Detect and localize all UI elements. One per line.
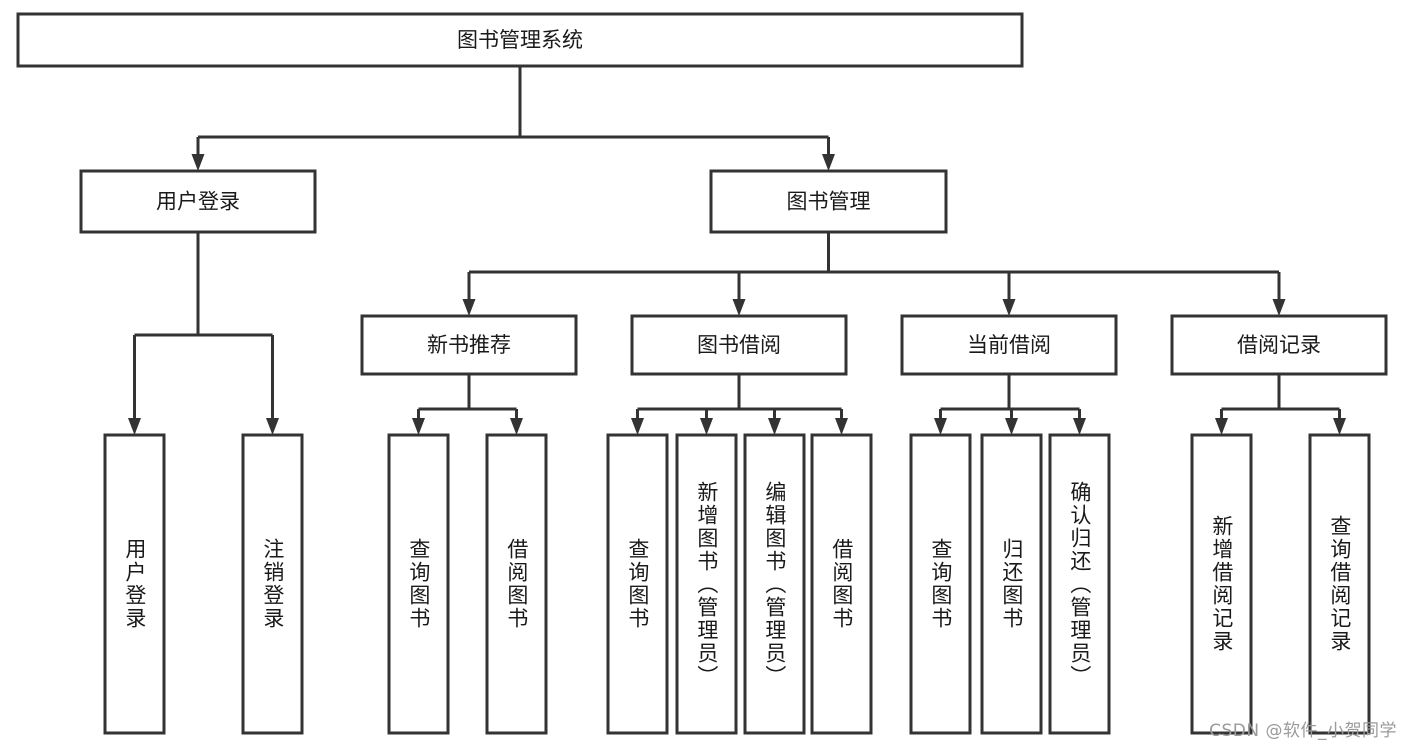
node-label: 图书借阅 [697,333,781,357]
arrow-head [128,418,141,435]
leaf-box-leaf-query-book-1[interactable] [387,433,450,735]
arrow-head [191,154,205,171]
arrow-head [768,418,781,435]
leaf-label-leaf-edit-book: 编辑图书（管理员） [762,480,787,688]
watermark-text: CSDN @软件_小贺同学 [1209,721,1397,741]
leaf-box-leaf-edit-book[interactable] [743,433,806,735]
node-box [1170,314,1388,376]
arrow-head [1215,418,1228,435]
arrow-head [934,418,947,435]
arrow-head [1002,299,1016,316]
arrow-head [510,418,523,435]
node-new-book-rec[interactable]: 新书推荐 [360,314,578,376]
node-box [16,12,1024,68]
leaf-box-leaf-query-record[interactable] [1308,433,1371,735]
node-label: 借阅记录 [1237,333,1321,357]
node-box [360,314,578,376]
node-label: 新书推荐 [427,333,511,357]
arrow-head [1073,418,1086,435]
node-user-login[interactable]: 用户登录 [79,169,317,234]
node-box [630,314,848,376]
leaf-label-leaf-return-book: 归还图书 [999,538,1024,630]
node-box [900,314,1118,376]
leaf-label-leaf-confirm-return: 确认归还（管理员） [1067,480,1092,688]
arrow-head [412,418,425,435]
leaf-label-leaf-add-record: 新增借阅记录 [1209,515,1234,653]
leaf-box-leaf-user-login[interactable] [103,433,166,735]
node-book-manage[interactable]: 图书管理 [709,169,948,234]
arrow-head [732,299,746,316]
arrow-head [700,418,713,435]
leaf-label-leaf-add-book: 新增图书（管理员） [694,480,719,688]
leaf-label-leaf-logout: 注销登录 [260,538,285,630]
leaf-box-leaf-add-book[interactable] [675,433,738,735]
node-label: 图书管理系统 [457,28,583,52]
arrow-head [822,154,835,171]
arrow-head [266,418,279,435]
arrow-head [462,299,476,316]
node-current-borrow[interactable]: 当前借阅 [900,314,1118,376]
node-book-borrow[interactable]: 图书借阅 [630,314,848,376]
leaf-box-leaf-borrow-book-2[interactable] [810,433,873,735]
leaf-box-leaf-borrow-book-1[interactable] [485,433,548,735]
node-label: 用户登录 [156,190,240,214]
leaf-label-leaf-query-record: 查询借阅记录 [1327,515,1352,653]
leaf-label-leaf-borrow-book-1: 借阅图书 [504,538,529,630]
leaf-label-leaf-query-book-3: 查询图书 [928,538,953,630]
leaf-label-leaf-query-book-2: 查询图书 [625,538,650,630]
node-label: 图书管理 [787,190,871,214]
leaf-box-leaf-return-book[interactable] [980,433,1043,735]
leaf-label-leaf-borrow-book-2: 借阅图书 [829,538,854,630]
connector-layer [128,66,1346,435]
leaf-box-leaf-confirm-return[interactable] [1048,433,1111,735]
node-box [79,169,317,234]
leaf-box-leaf-query-book-3[interactable] [909,433,972,735]
node-root[interactable]: 图书管理系统 [16,12,1024,68]
arrow-head [1333,418,1346,435]
arrow-head [1272,299,1286,316]
leaf-label-leaf-query-book-1: 查询图书 [406,538,431,630]
node-label: 当前借阅 [967,333,1051,357]
leaf-box-leaf-add-record[interactable] [1190,433,1253,735]
arrow-head [835,418,848,435]
leaf-box-leaf-query-book-2[interactable] [606,433,669,735]
node-box [709,169,948,234]
node-borrow-record[interactable]: 借阅记录 [1170,314,1388,376]
leaf-label-leaf-user-login: 用户登录 [122,538,147,630]
arrow-head [1005,418,1018,435]
arrow-head [631,418,644,435]
leaf-box-leaf-logout[interactable] [241,433,304,735]
